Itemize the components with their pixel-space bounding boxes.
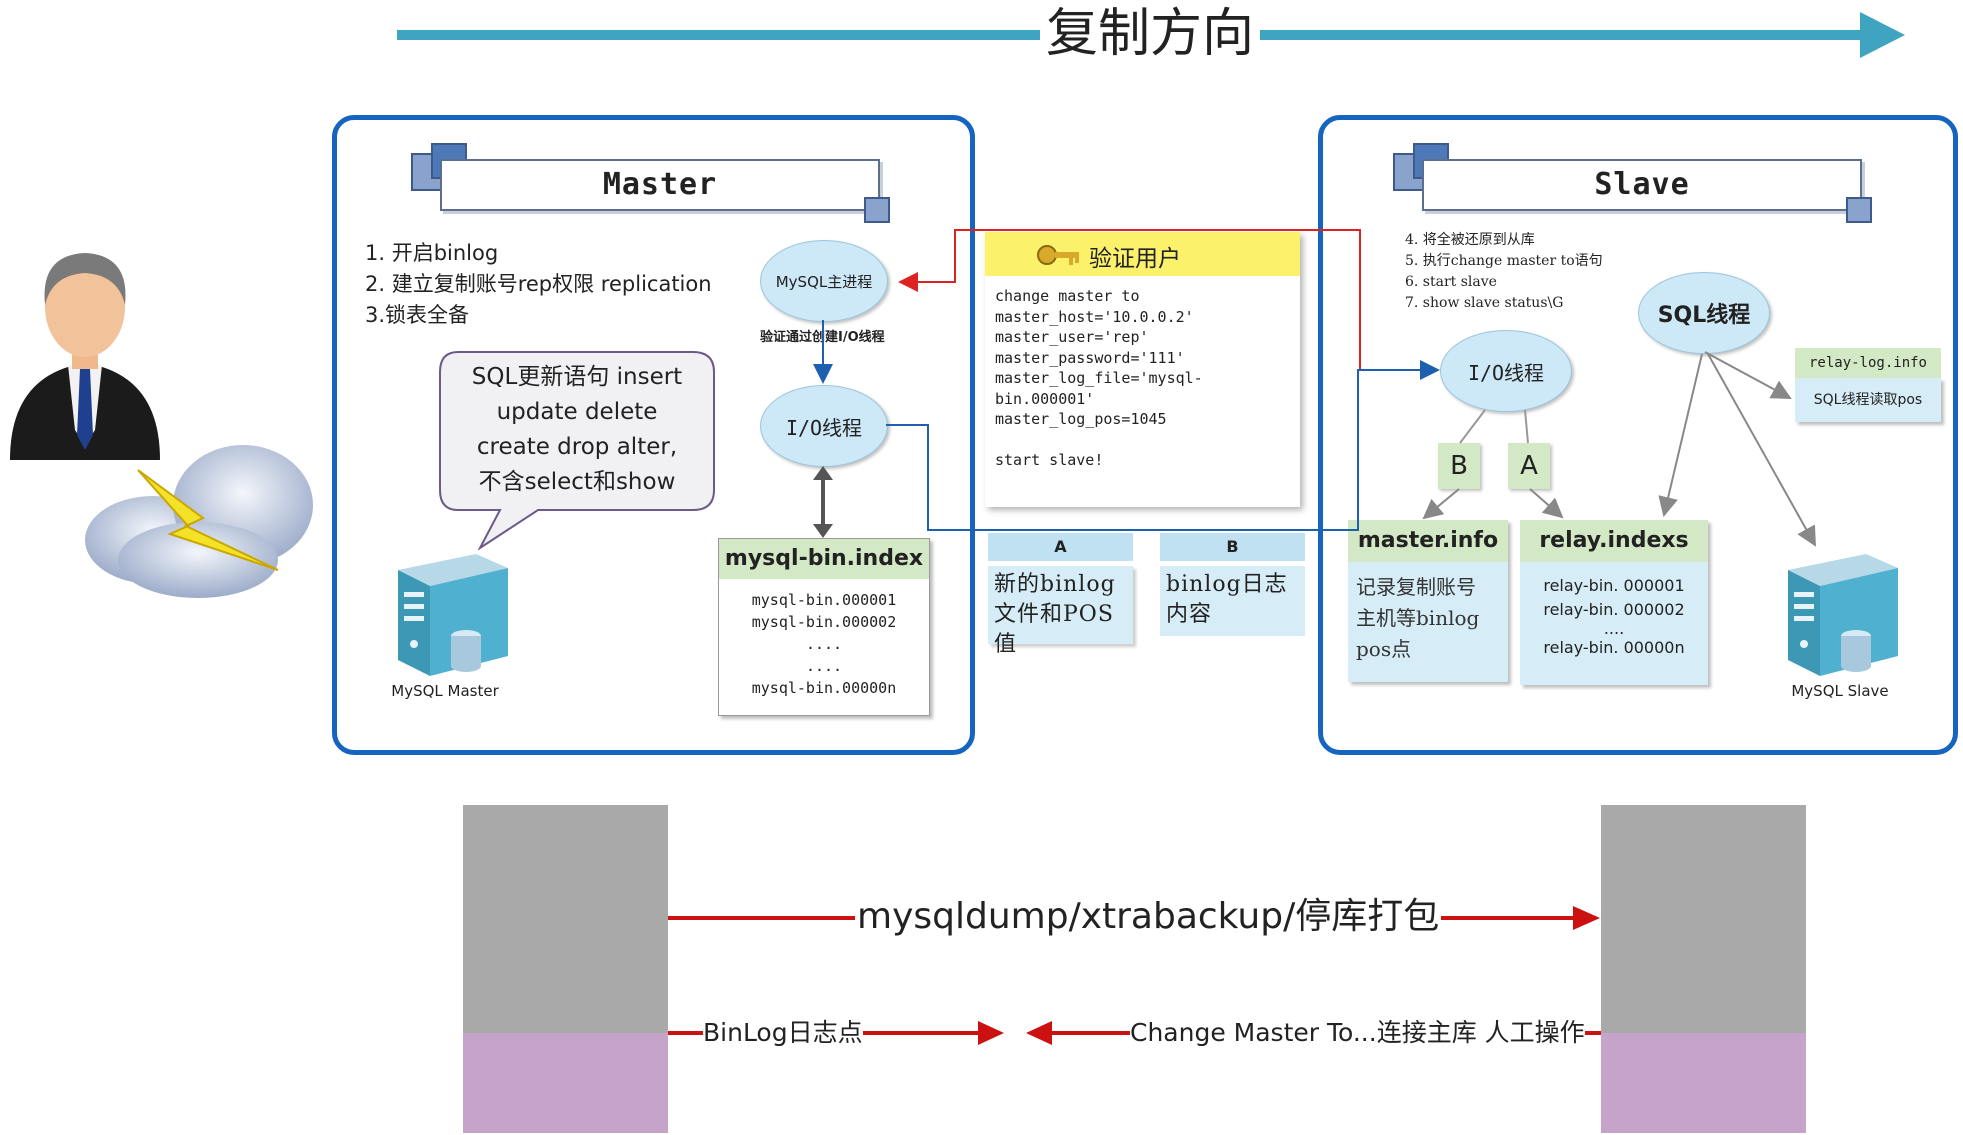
callout-text: SQL更新语句 insert update delete create drop…	[442, 360, 712, 500]
box-b-label: B	[1160, 533, 1305, 561]
slave-server-icon	[1788, 554, 1898, 676]
index-line: ....	[805, 657, 843, 675]
slave-step: 7. show slave status\G	[1405, 295, 1564, 311]
slave-step: 6. start slave	[1405, 274, 1497, 290]
master-io-thread-label: I/O线程	[785, 415, 863, 440]
index-line: mysql-bin.00000n	[751, 679, 897, 697]
slave-sql-thread: SQL线程	[1638, 272, 1770, 354]
master-binlog-block	[463, 1033, 668, 1133]
box-a-label: A	[988, 533, 1133, 561]
master-server-label: MySQL Master	[391, 682, 499, 700]
verify-user-code: change master to master_host='10.0.0.2' …	[995, 287, 1203, 469]
box-a-body: 新的binlog 文件和POS值	[988, 566, 1133, 657]
dump-label: mysqldump/xtrabackup/停库打包	[855, 895, 1442, 939]
relay-log-info-card: relay-log.info SQL线程读取pos	[1795, 348, 1941, 426]
callout-bubble	[439, 351, 715, 550]
master-main-process: MySQL主进程	[760, 240, 888, 322]
mysql-bin-index-title: mysql-bin.index	[719, 539, 929, 579]
slave-sql-thread-label: SQL线程	[1657, 303, 1751, 328]
master-main-process-label: MySQL主进程	[775, 272, 873, 291]
slave-data-block	[1601, 805, 1806, 1033]
slave-title: Slave	[1422, 159, 1862, 211]
slave-tag-a: A	[1508, 443, 1550, 489]
callout-line: create drop alter,	[476, 434, 678, 460]
index-line: ....	[805, 635, 843, 653]
slave-step: 5. 执行change master to语句	[1405, 253, 1603, 269]
master-server-icon	[398, 554, 508, 676]
key-icon	[1037, 245, 1079, 265]
slave-binlog-block	[1601, 1033, 1806, 1133]
change-master-label: Change Master To...连接主库 人工操作	[1130, 1017, 1585, 1049]
relay-log-info-title: relay-log.info	[1795, 348, 1941, 378]
slave-step: 4. 将全被还原到从库	[1405, 232, 1535, 248]
master-title: Master	[440, 159, 880, 211]
callout-line: SQL更新语句 insert	[471, 364, 683, 390]
master-info-title: master.info	[1348, 520, 1508, 562]
master-data-block	[463, 805, 668, 1033]
box-b-body: binlog日志 内容	[1160, 566, 1305, 636]
verify-note: 验证通过创建I/O线程	[760, 330, 885, 345]
verify-user-title: 验证用户	[1089, 246, 1181, 272]
slave-io-thread-label: I/O线程	[1467, 360, 1545, 385]
relay-log-info-text: SQL线程读取pos	[1795, 378, 1941, 422]
master-title-deco	[864, 197, 890, 223]
master-io-thread: I/O线程	[760, 385, 888, 467]
direction-arrow	[397, 12, 1905, 58]
slave-tag-b: B	[1438, 443, 1480, 489]
master-steps: 1. 开启binlog 2. 建立复制账号rep权限 replication 3…	[365, 238, 712, 331]
callout-line: 不含select和show	[478, 469, 676, 495]
master-info-card: master.info 记录复制账号 主机等binlog pos点	[1348, 520, 1508, 682]
callout-line: update delete	[496, 399, 658, 425]
relay-indexs-title: relay.indexs	[1520, 520, 1708, 562]
slave-server-label: MySQL Slave	[1791, 682, 1889, 700]
relay-indexs-card: relay.indexs relay-bin. 000001 relay-bin…	[1520, 520, 1708, 685]
slave-steps: 4. 将全被还原到从库 5. 执行change master to语句 6. s…	[1405, 230, 1603, 314]
index-line: mysql-bin.000001	[751, 591, 897, 609]
user-avatar	[10, 253, 160, 460]
slave-io-thread: I/O线程	[1440, 330, 1572, 412]
mysql-bin-index-card: mysql-bin.index mysql-bin.000001 mysql-b…	[718, 538, 930, 716]
slave-title-deco	[1846, 197, 1872, 223]
verify-user-note: 验证用户 change master to master_host='10.0.…	[985, 232, 1300, 507]
binlog-point-label: BinLog日志点	[703, 1017, 863, 1049]
direction-label: 复制方向	[1040, 2, 1260, 66]
verify-user-header: 验证用户	[985, 232, 1300, 276]
cloud-icon	[85, 445, 313, 598]
master-step: 1. 开启binlog	[365, 241, 499, 265]
master-step: 3.锁表全备	[365, 303, 470, 327]
index-line: mysql-bin.000002	[751, 613, 897, 631]
master-step: 2. 建立复制账号rep权限 replication	[365, 272, 712, 296]
